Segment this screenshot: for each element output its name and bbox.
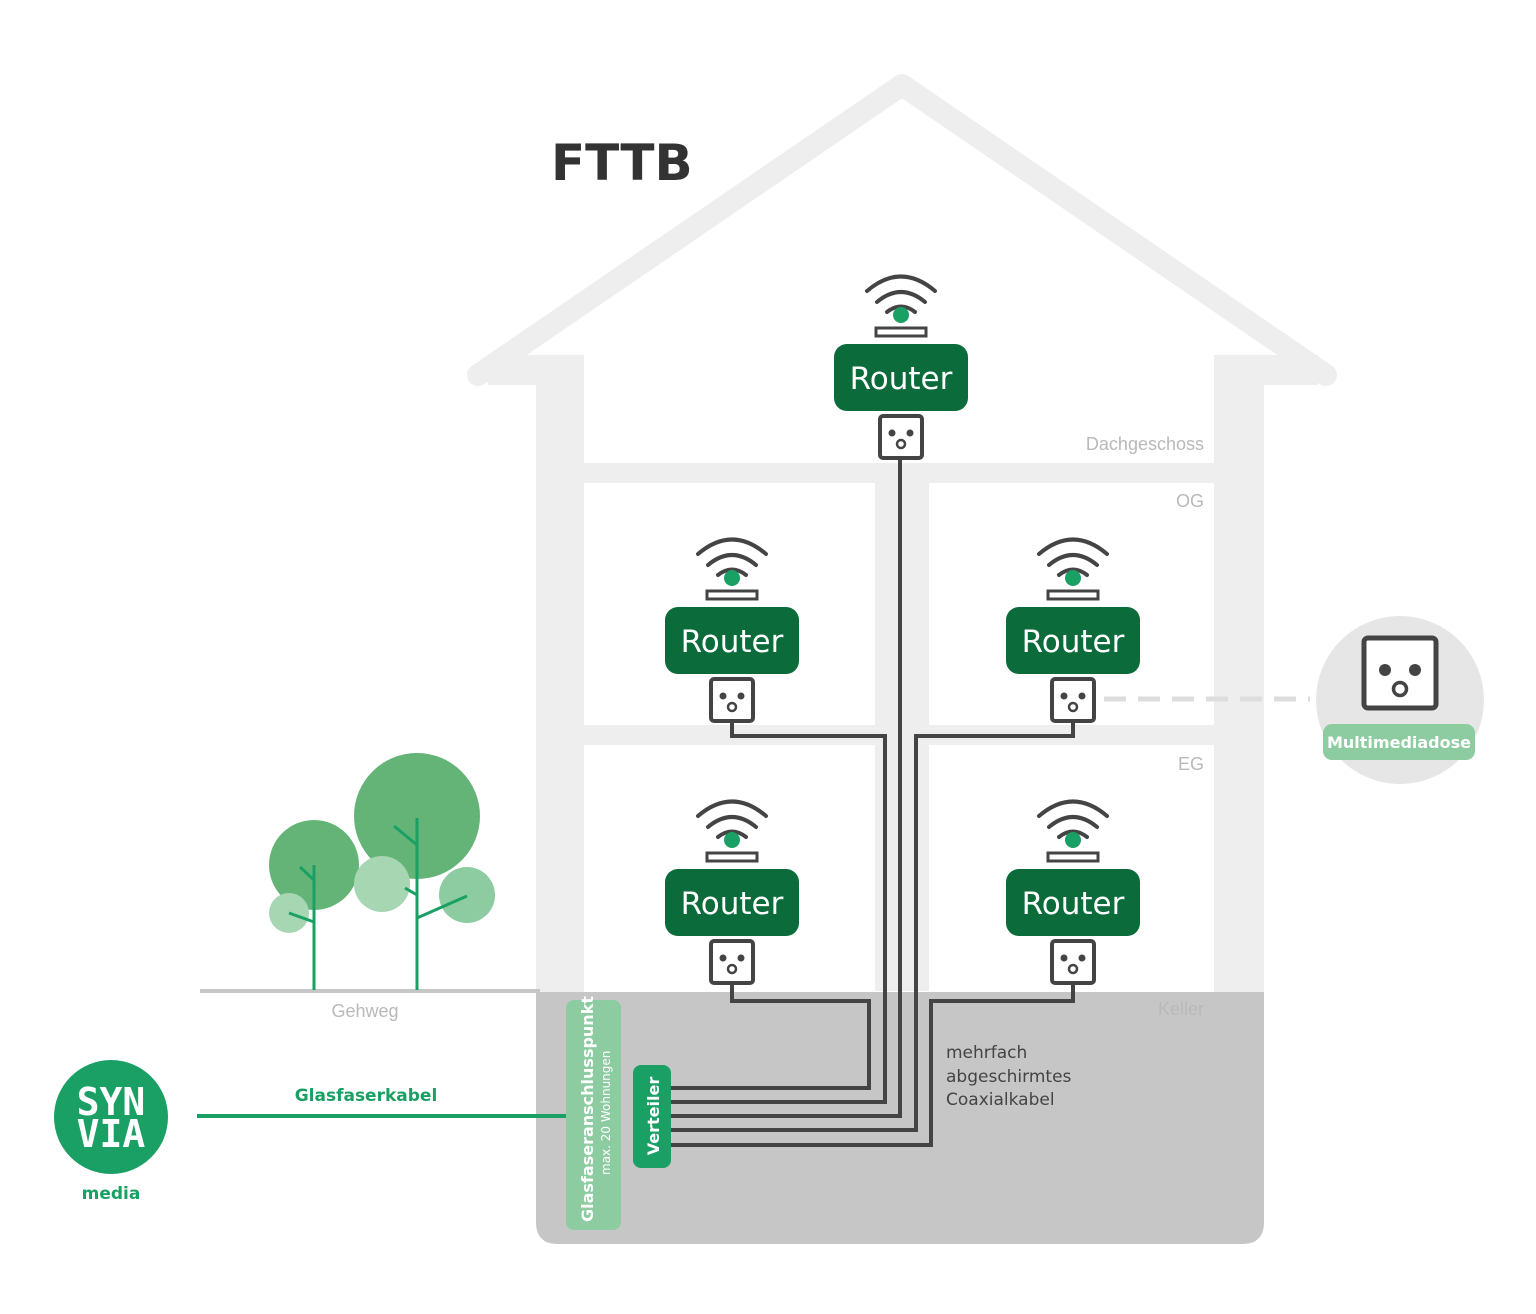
coax-label-line2: abgeschirmtes: [946, 1067, 1072, 1087]
wifi-icon: [1037, 537, 1109, 577]
router-label: Router: [681, 886, 784, 922]
multimedia-socket-callout: Multimediadose: [1316, 616, 1484, 784]
router-ground-right: Router: [1006, 799, 1140, 985]
floor-label-cellar: Keller: [1158, 999, 1204, 1019]
wifi-icon: [696, 537, 768, 577]
synvia-logo: SYN VIA media: [54, 1060, 168, 1204]
coax-cables: [668, 457, 1075, 1147]
page-title: FTTB: [551, 134, 693, 192]
tree-icon: [269, 753, 495, 990]
logo-subtitle: media: [82, 1184, 141, 1204]
router-box: [1006, 869, 1140, 936]
multimedia-socket-label: Multimediadose: [1327, 733, 1471, 752]
router-label: Router: [1022, 886, 1125, 922]
sidewalk-label: Gehweg: [331, 1001, 398, 1021]
logo-line1: SYN: [77, 1080, 146, 1124]
router-label: Router: [681, 624, 784, 660]
coax-label-line1: mehrfach: [946, 1043, 1027, 1063]
socket-icon: [1050, 677, 1096, 723]
floor-label-attic: Dachgeschoss: [1086, 434, 1204, 454]
socket-icon: [1361, 635, 1439, 711]
logo-line2: VIA: [77, 1112, 146, 1156]
wifi-icon: [1037, 799, 1109, 839]
socket-icon: [709, 939, 755, 985]
socket-icon: [878, 414, 924, 460]
router-box: [665, 869, 799, 936]
router-upper-left: Router: [665, 537, 799, 723]
fiber-cable-label: Glasfaserkabel: [295, 1086, 438, 1106]
fiber-connection-point: Glasfaseranschlusspunkt max. 20 Wohnunge…: [566, 996, 621, 1230]
distributor: Verteiler: [633, 1065, 671, 1168]
socket-icon: [709, 677, 755, 723]
floor-label-ground: EG: [1178, 754, 1204, 774]
router-attic: Router: [834, 274, 968, 460]
router-box: [665, 607, 799, 674]
router-label: Router: [850, 361, 953, 397]
router-label: Router: [1022, 624, 1125, 660]
router-box: [1006, 607, 1140, 674]
connection-point-label: Glasfaseranschlusspunkt: [578, 996, 597, 1222]
floor-label-upper: OG: [1176, 491, 1204, 511]
distributor-label: Verteiler: [644, 1077, 663, 1156]
router-box: [834, 344, 968, 411]
wifi-icon: [696, 799, 768, 839]
connection-point-sublabel: max. 20 Wohnungen: [599, 1051, 613, 1175]
wifi-icon: [865, 274, 937, 314]
router-upper-right: Router: [1006, 537, 1140, 723]
coax-label-line3: Coaxialkabel: [946, 1090, 1055, 1110]
router-ground-left: Router: [665, 799, 799, 985]
socket-icon: [1050, 939, 1096, 985]
